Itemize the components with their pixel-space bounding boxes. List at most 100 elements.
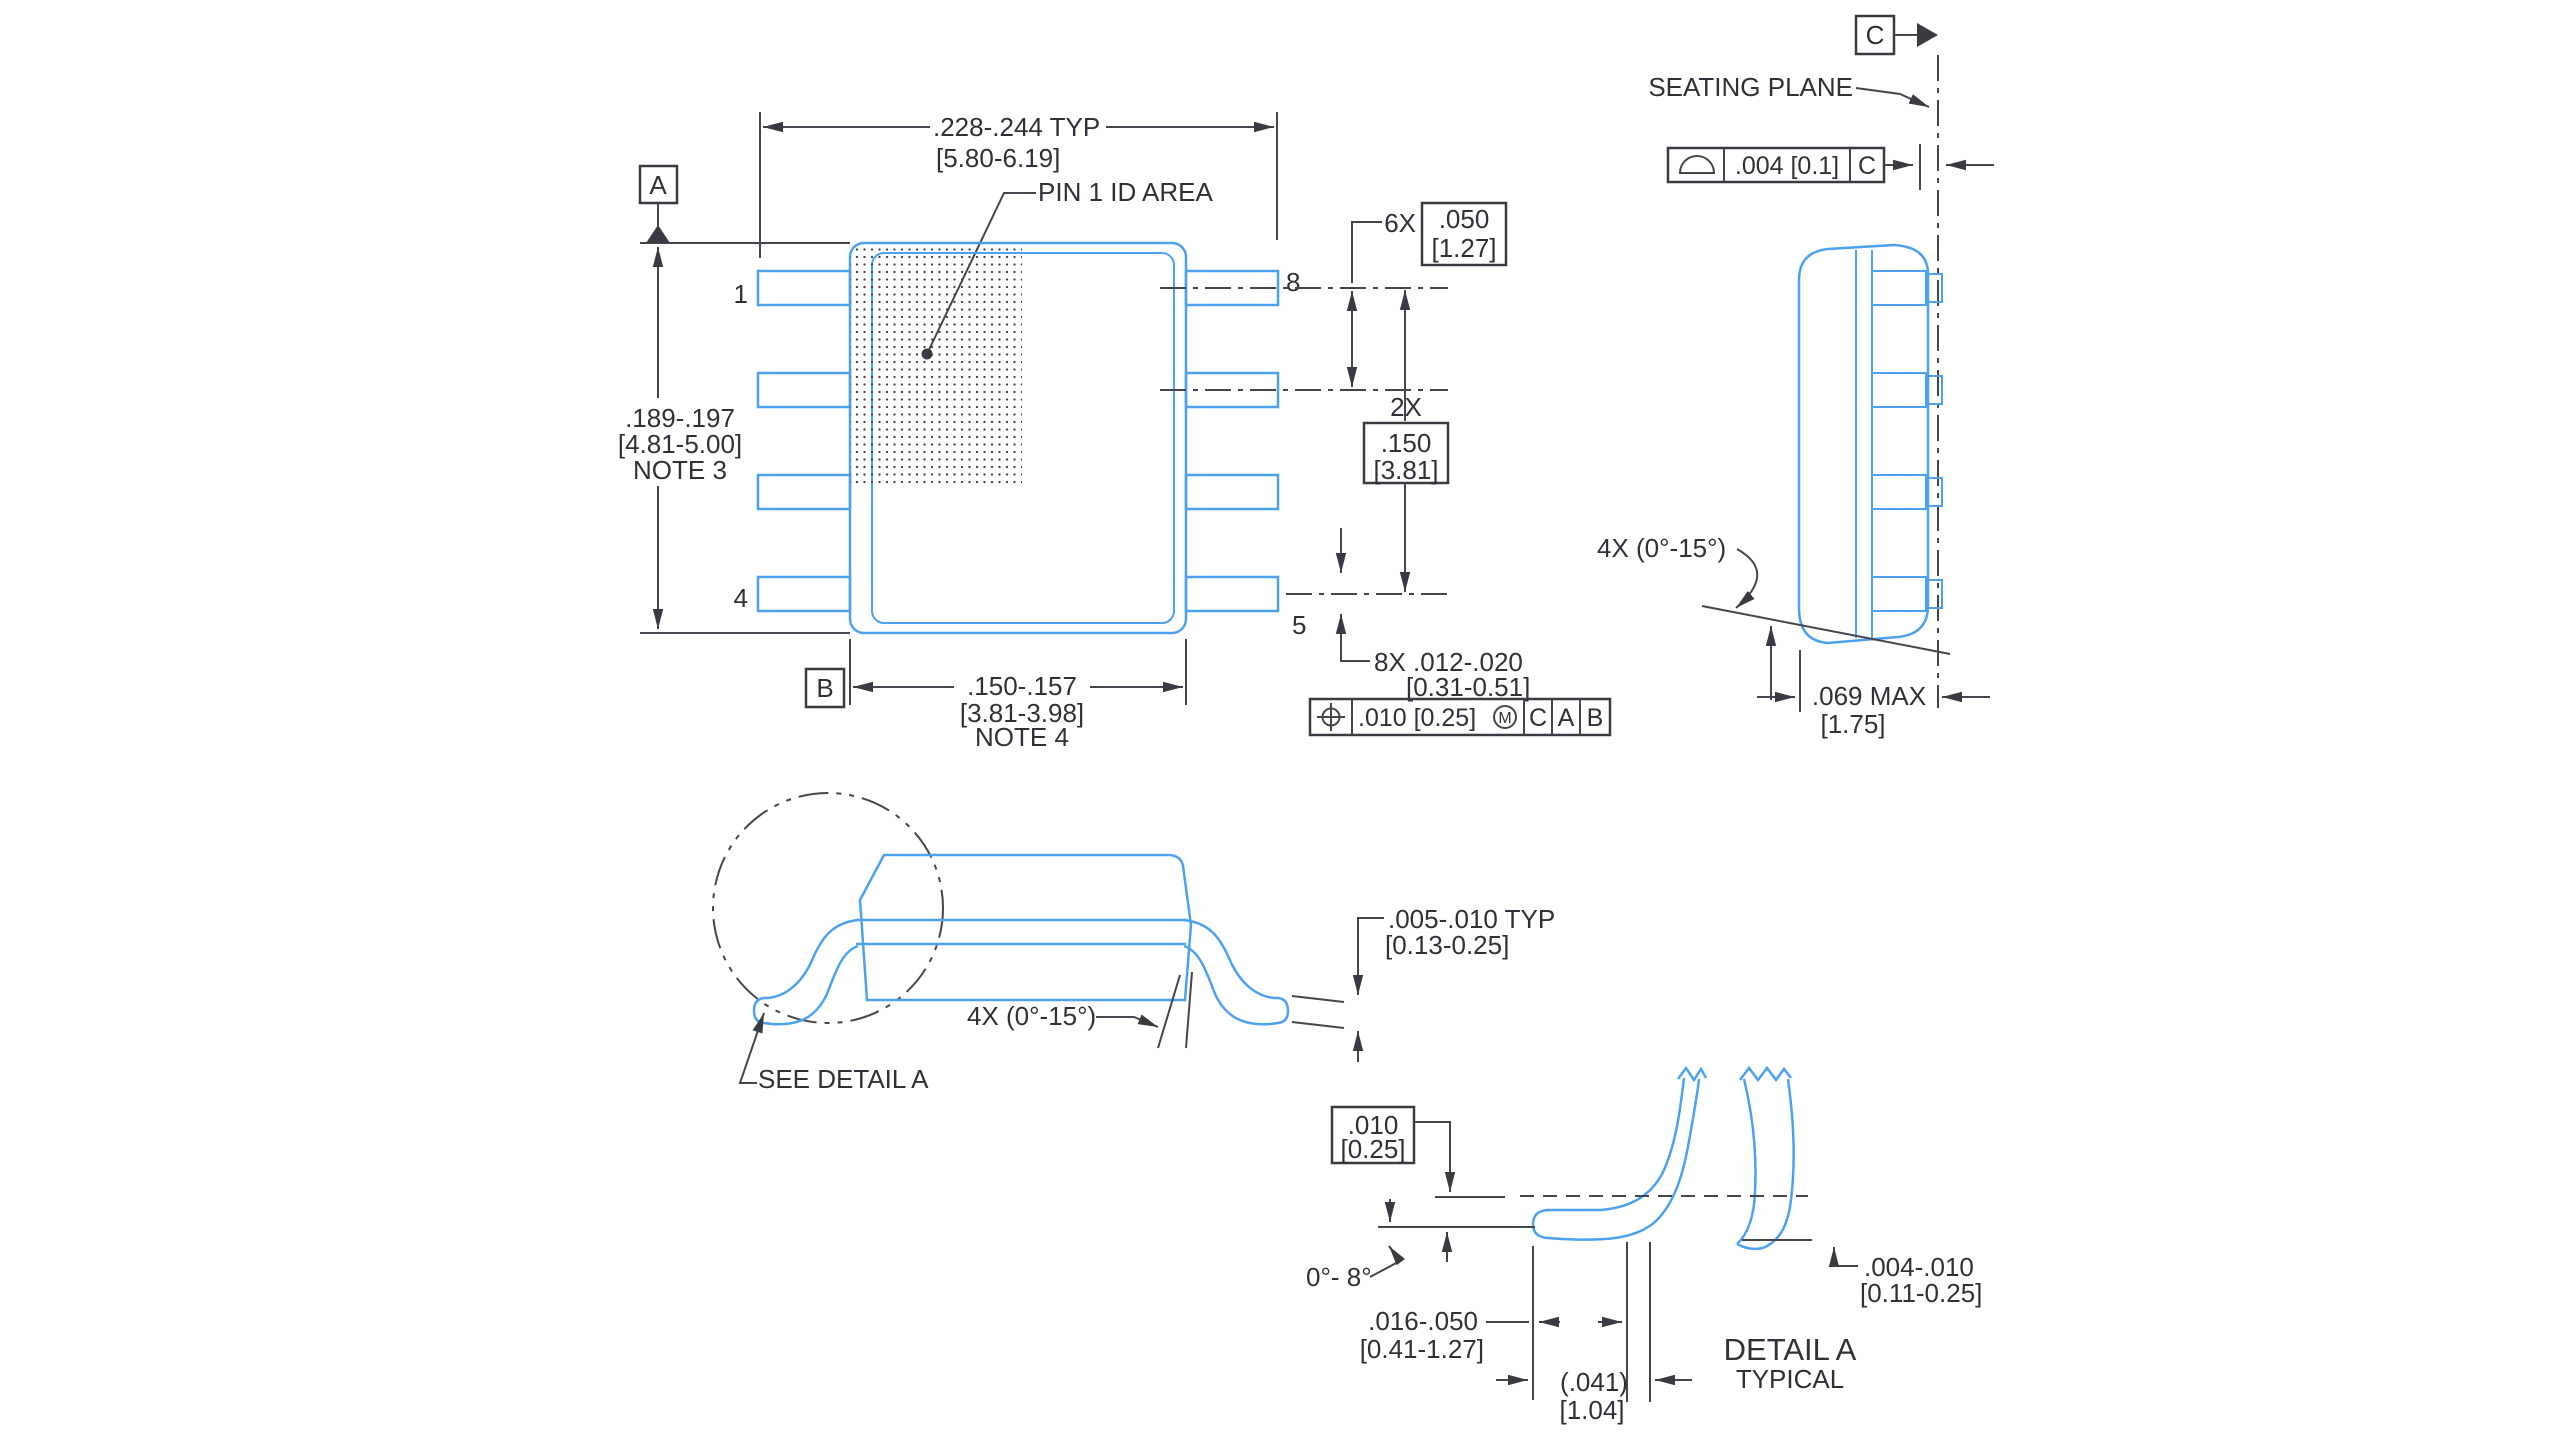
foot-length-dimension: .016-.050 [0.41-1.27] <box>1360 1306 1622 1364</box>
side-lead-2-tip <box>1925 375 1943 405</box>
foot-thickness-arrow-top <box>1352 917 1384 995</box>
front-view: A .189-.197 [4.81-5.00] NOTE 3 .228-.244… <box>618 112 1612 752</box>
pin-1 <box>756 269 852 307</box>
datum-c-label: C <box>1866 20 1885 50</box>
standoff-mm: [0.11-0.25] <box>1860 1278 1982 1308</box>
foot-length-mm: [0.41-1.27] <box>1360 1334 1484 1364</box>
width-dim-in: .228-.244 TYP <box>933 112 1100 142</box>
detail-lead-break-line <box>1676 1065 1708 1083</box>
gauge-basic-box <box>1330 1105 1416 1165</box>
side-leads <box>1871 270 1943 612</box>
datum-c-symbol: C <box>1854 14 1938 56</box>
foot-angle-label: 0°- 8° <box>1306 1262 1372 1292</box>
profile-left-lead <box>752 918 859 1026</box>
gauge-in: .010 <box>1348 1110 1399 1140</box>
foot-ref-dimension: (.041) [1.04] <box>1496 1367 1692 1425</box>
side-lead-angle-leader <box>1735 548 1759 609</box>
pitch-dimension: 6X .050 [1.27] <box>1346 201 1508 387</box>
thickness-in: .069 MAX <box>1812 681 1926 711</box>
pin-2 <box>756 371 852 409</box>
side-lead-4-tip <box>1925 579 1943 609</box>
height-dim-mm: [4.81-5.00] <box>618 429 742 459</box>
foot-thickness-ext-ticks <box>1291 995 1345 1029</box>
detail-a-circle <box>712 792 944 1024</box>
pitch-in: .050 <box>1439 204 1490 234</box>
height-dim-in: .189-.197 <box>625 403 735 433</box>
datum-a-triangle-icon <box>646 225 670 243</box>
flatness-cell-dividers <box>1723 148 1851 182</box>
pin-4 <box>756 575 852 613</box>
side-view: C SEATING PLANE .004 [0.1] C <box>1597 14 1994 739</box>
foot-length-in: .016-.050 <box>1368 1306 1478 1336</box>
fcf-datum-3: B <box>1587 704 1604 732</box>
side-lead-1 <box>1871 270 1927 306</box>
span-prefix: 2X <box>1390 392 1422 422</box>
detail-body-break-line <box>1739 1065 1792 1083</box>
thickness-mm: [1.75] <box>1820 709 1885 739</box>
standoff-leader <box>1828 1247 1858 1267</box>
pin-5 <box>1184 575 1280 613</box>
profile-body-outline <box>858 853 1193 1002</box>
side-lead-1-tip <box>1925 273 1943 303</box>
side-body-outline <box>1797 243 1930 645</box>
thickness-dimension: .069 MAX [1.75] <box>1757 650 1990 739</box>
datum-a-label: A <box>649 170 667 200</box>
foot-angle-leader <box>1369 1245 1406 1278</box>
detail-body-fragment-left <box>1736 1078 1757 1245</box>
position-symbol-cross <box>1317 703 1345 731</box>
pin8-number: 8 <box>1286 267 1300 297</box>
detail-a-view: .010 [0.25] 0°- 8° .016-.050 [0.41-1.27]… <box>1306 1065 1982 1425</box>
span-mm: [3.81] <box>1373 455 1438 485</box>
side-body-inner-lines <box>1855 250 1873 640</box>
seating-plane-label: SEATING PLANE <box>1648 72 1853 102</box>
fcf-frame <box>1308 697 1612 737</box>
gauge-leader <box>1414 1121 1456 1192</box>
width-dim-mm: [5.80-6.19] <box>936 143 1060 173</box>
profile-right-lead <box>1183 918 1290 1026</box>
pitch-mm: [1.27] <box>1431 233 1496 263</box>
datum-b-label: B <box>816 673 833 703</box>
fcf-datum-2: A <box>1558 704 1575 732</box>
pitch-leader <box>1351 221 1382 283</box>
flatness-datum: C <box>1858 152 1876 180</box>
package-pins <box>756 269 1280 613</box>
flatness-fcf: .004 [0.1] C <box>1666 144 1994 190</box>
span-dimension: 2X .150 [3.81] <box>1362 290 1450 592</box>
pitch-basic-box <box>1420 201 1508 267</box>
foot-ref-in: (.041) <box>1560 1367 1628 1397</box>
pin1-id-label: PIN 1 ID AREA <box>1038 177 1213 207</box>
fcf-tolerance: .010 [0.25] <box>1358 704 1476 732</box>
profile-lead-angle-label: 4X (0°-15°) <box>967 1001 1096 1031</box>
gauge-dimension: .010 [0.25] <box>1330 1105 1456 1262</box>
fcf-modifier: M <box>1498 710 1511 727</box>
datum-a-symbol: A <box>638 164 679 243</box>
profile-angle-reference-lines <box>1157 971 1193 1049</box>
pin-3 <box>756 473 852 511</box>
pin4-number: 4 <box>734 583 748 613</box>
foot-thickness-mm: [0.13-0.25] <box>1385 930 1509 960</box>
flatness-tolerance: .004 [0.1] <box>1735 152 1839 180</box>
side-lead-2 <box>1871 372 1927 408</box>
fcf-cell-dividers <box>1351 699 1581 735</box>
detail-a-title: DETAIL A <box>1724 1332 1857 1367</box>
span-in: .150 <box>1381 428 1432 458</box>
fcf-datum-1: C <box>1529 704 1547 732</box>
pin5-number: 5 <box>1292 610 1306 640</box>
side-lead-angle-label: 4X (0°-15°) <box>1597 533 1726 563</box>
foot-ref-mm: [1.04] <box>1559 1395 1624 1425</box>
see-detail-label: SEE DETAIL A <box>758 1064 929 1094</box>
mmc-modifier-circle-icon <box>1493 705 1517 729</box>
standoff-in: .004-.010 <box>1864 1252 1974 1282</box>
datum-c-triangle-icon <box>1917 23 1938 47</box>
lead-width-dimension: 8X .012-.020 [0.31-0.51] <box>1335 528 1530 702</box>
body-width-in: .150-.157 <box>967 671 1077 701</box>
foot-thickness-dimension: .005-.010 TYP [0.13-0.25] <box>1291 904 1555 1062</box>
pin1-id-stipple-area <box>850 243 1022 487</box>
foot-thickness-in: .005-.010 TYP <box>1388 904 1555 934</box>
detail-lead-outline <box>1531 1077 1701 1241</box>
lead-width-in: 8X .012-.020 <box>1374 647 1523 677</box>
profile-view: .005-.010 TYP [0.13-0.25] 4X (0°-15°) SE… <box>712 792 1555 1094</box>
standoff-angle-line <box>1701 605 1951 655</box>
body-width-note: NOTE 4 <box>975 722 1069 752</box>
